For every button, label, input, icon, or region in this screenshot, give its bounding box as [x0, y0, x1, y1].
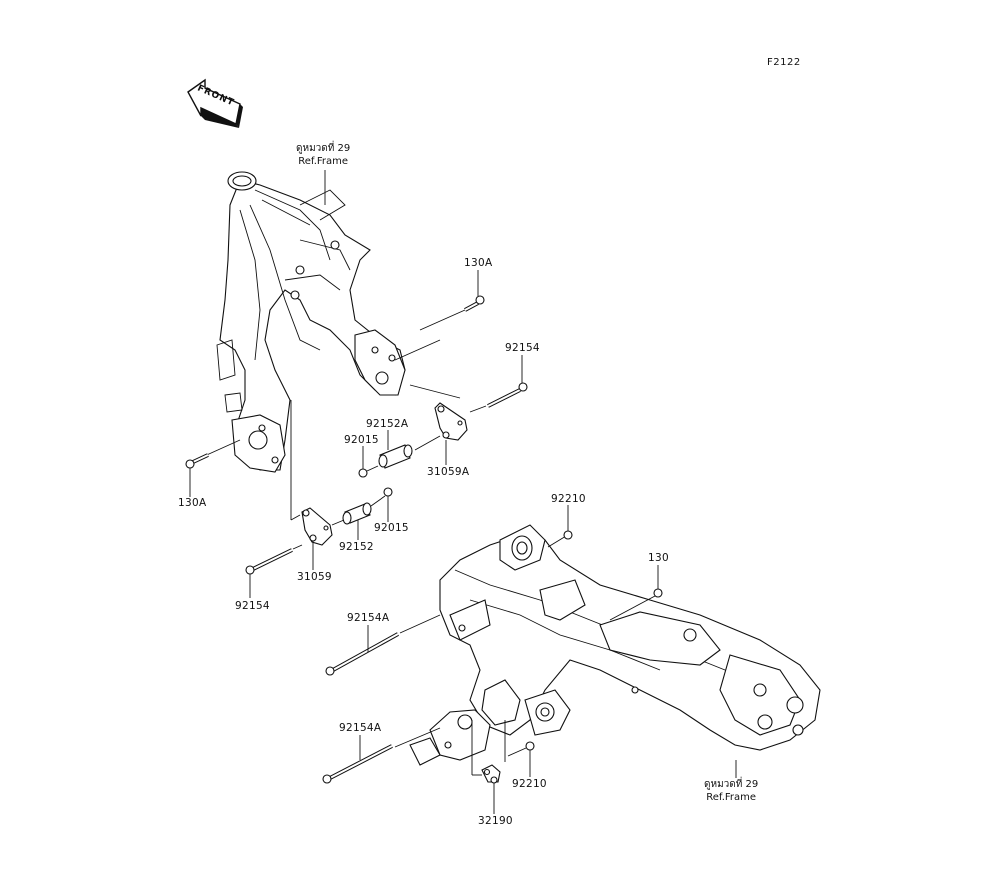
collar-92152a	[378, 444, 413, 469]
part-label-92015-lower[interactable]: 92015	[374, 522, 409, 534]
collar-92152	[342, 502, 372, 525]
bolt-92154a-lower	[322, 744, 393, 784]
lower-frame-drawing	[409, 524, 821, 766]
bracket-31059a	[434, 402, 468, 441]
nut-92015-lower	[383, 487, 393, 497]
bolt-92154a-upper	[325, 632, 399, 676]
part-label-92152a[interactable]: 92152A	[366, 418, 409, 430]
part-label-32190[interactable]: 32190	[478, 815, 513, 827]
bolt-92154-right	[469, 382, 528, 413]
part-label-92154a-upper[interactable]: 92154A	[347, 612, 390, 624]
ref-label: Ref.Frame	[706, 792, 757, 803]
bracket-31059	[301, 507, 333, 546]
bolt-130a-upper	[464, 295, 485, 312]
bolt-130a-lower	[185, 453, 209, 469]
part-label-130a-lower[interactable]: 130A	[178, 497, 207, 509]
diagram-code: F2122	[767, 57, 801, 68]
part-label-130a-upper[interactable]: 130A	[464, 257, 493, 269]
ref-thai-text: ดูหมวดที่ 29	[296, 143, 351, 154]
bolt-130-head	[653, 588, 663, 598]
part-label-130[interactable]: 130	[648, 552, 669, 564]
ref-thai-text: ดูหมวดที่ 29	[704, 779, 759, 790]
part-label-92210-lower[interactable]: 92210	[512, 778, 547, 790]
ref-frame-lower: ดูหมวดที่ 29 Ref.Frame	[704, 778, 758, 804]
part-label-92015-upper[interactable]: 92015	[344, 434, 379, 446]
part-label-92154-right[interactable]: 92154	[505, 342, 540, 354]
nut-92210-lower	[525, 741, 535, 751]
bolt-92154-left	[245, 544, 303, 575]
upper-frame-drawing	[216, 171, 406, 473]
part-label-92154-left[interactable]: 92154	[235, 600, 270, 612]
part-label-92210-upper[interactable]: 92210	[551, 493, 586, 505]
part-label-92154a-lower[interactable]: 92154A	[339, 722, 382, 734]
nut-92210-upper	[563, 530, 573, 540]
part-label-92152[interactable]: 92152	[339, 541, 374, 553]
bracket-32190	[481, 764, 501, 784]
nut-92015-upper	[358, 468, 368, 478]
ref-frame-upper: ดูหมวดที่ 29 Ref.Frame	[296, 142, 350, 168]
front-direction-arrow-icon	[187, 78, 243, 128]
ref-label: Ref.Frame	[298, 156, 349, 167]
part-label-31059[interactable]: 31059	[297, 571, 332, 583]
part-label-31059a[interactable]: 31059A	[427, 466, 470, 478]
